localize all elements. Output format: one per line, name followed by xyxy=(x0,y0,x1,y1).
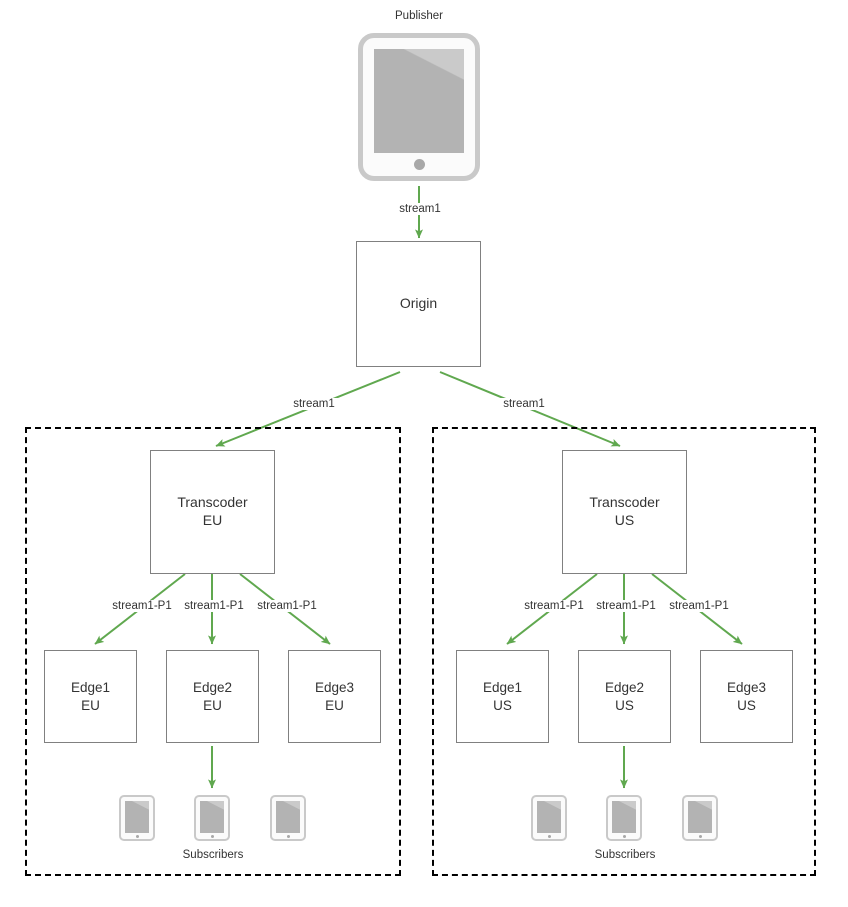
node-transcoder-eu-label: Transcoder EU xyxy=(177,494,248,528)
node-transcoder-eu[interactable]: Transcoder EU xyxy=(150,450,275,574)
tablet-home-button xyxy=(135,835,139,838)
node-transcoder-us[interactable]: Transcoder US xyxy=(562,450,687,574)
tablet-screen xyxy=(276,801,300,833)
tablet-home-button xyxy=(622,835,626,838)
tablet-home-button xyxy=(286,835,290,838)
tablet-screen xyxy=(200,801,224,833)
edge-label-origin-transcoder-us: stream1 xyxy=(478,398,570,410)
tablet-screen xyxy=(125,801,149,833)
tablet-home-button xyxy=(547,835,551,838)
node-edge1-us[interactable]: Edge1 US xyxy=(456,650,549,743)
tablet-home-button xyxy=(698,835,702,838)
node-edge3-eu[interactable]: Edge3 EU xyxy=(288,650,381,743)
node-edge3-us-label: Edge3 US xyxy=(726,680,767,713)
subscriber-tablet-icon-us-3 xyxy=(682,795,718,841)
tablet-screen xyxy=(374,49,464,153)
region-us xyxy=(432,427,816,876)
edge-label-publisher-origin: stream1 xyxy=(374,203,466,215)
node-edge1-us-label: Edge1 US xyxy=(482,680,523,713)
node-edge2-us-label: Edge2 US xyxy=(604,680,645,713)
node-origin[interactable]: Origin xyxy=(356,241,481,367)
subscriber-tablet-icon-eu-2 xyxy=(194,795,230,841)
subscribers-caption-eu: Subscribers xyxy=(182,849,244,861)
node-edge1-eu-label: Edge1 EU xyxy=(70,680,111,713)
subscriber-tablet-icon-eu-1 xyxy=(119,795,155,841)
node-edge1-eu[interactable]: Edge1 EU xyxy=(44,650,137,743)
node-edge2-eu-label: Edge2 EU xyxy=(192,680,233,713)
region-eu xyxy=(25,427,401,876)
tablet-screen xyxy=(612,801,636,833)
node-edge3-us[interactable]: Edge3 US xyxy=(700,650,793,743)
edge-label-us-edge2: stream1-P1 xyxy=(587,600,665,612)
node-edge3-eu-label: Edge3 EU xyxy=(314,680,355,713)
node-transcoder-us-label: Transcoder US xyxy=(589,494,660,528)
edge-label-eu-edge3: stream1-P1 xyxy=(248,600,326,612)
subscriber-tablet-icon-eu-3 xyxy=(270,795,306,841)
tablet-screen xyxy=(537,801,561,833)
tablet-home-button xyxy=(413,159,425,170)
edge-label-us-edge3: stream1-P1 xyxy=(660,600,738,612)
subscribers-caption-us: Subscribers xyxy=(594,849,656,861)
edge-label-us-edge1: stream1-P1 xyxy=(515,600,593,612)
subscriber-tablet-icon-us-2 xyxy=(606,795,642,841)
edge-label-origin-transcoder-eu: stream1 xyxy=(268,398,360,410)
node-edge2-us[interactable]: Edge2 US xyxy=(578,650,671,743)
node-edge2-eu[interactable]: Edge2 EU xyxy=(166,650,259,743)
edge-label-eu-edge1: stream1-P1 xyxy=(103,600,181,612)
tablet-home-button xyxy=(210,835,214,838)
tablet-screen xyxy=(688,801,712,833)
publisher-caption: Publisher xyxy=(395,10,443,22)
subscriber-tablet-icon-us-1 xyxy=(531,795,567,841)
edge-label-eu-edge2: stream1-P1 xyxy=(175,600,253,612)
publisher-tablet-icon xyxy=(358,33,480,181)
node-origin-label: Origin xyxy=(399,295,438,312)
